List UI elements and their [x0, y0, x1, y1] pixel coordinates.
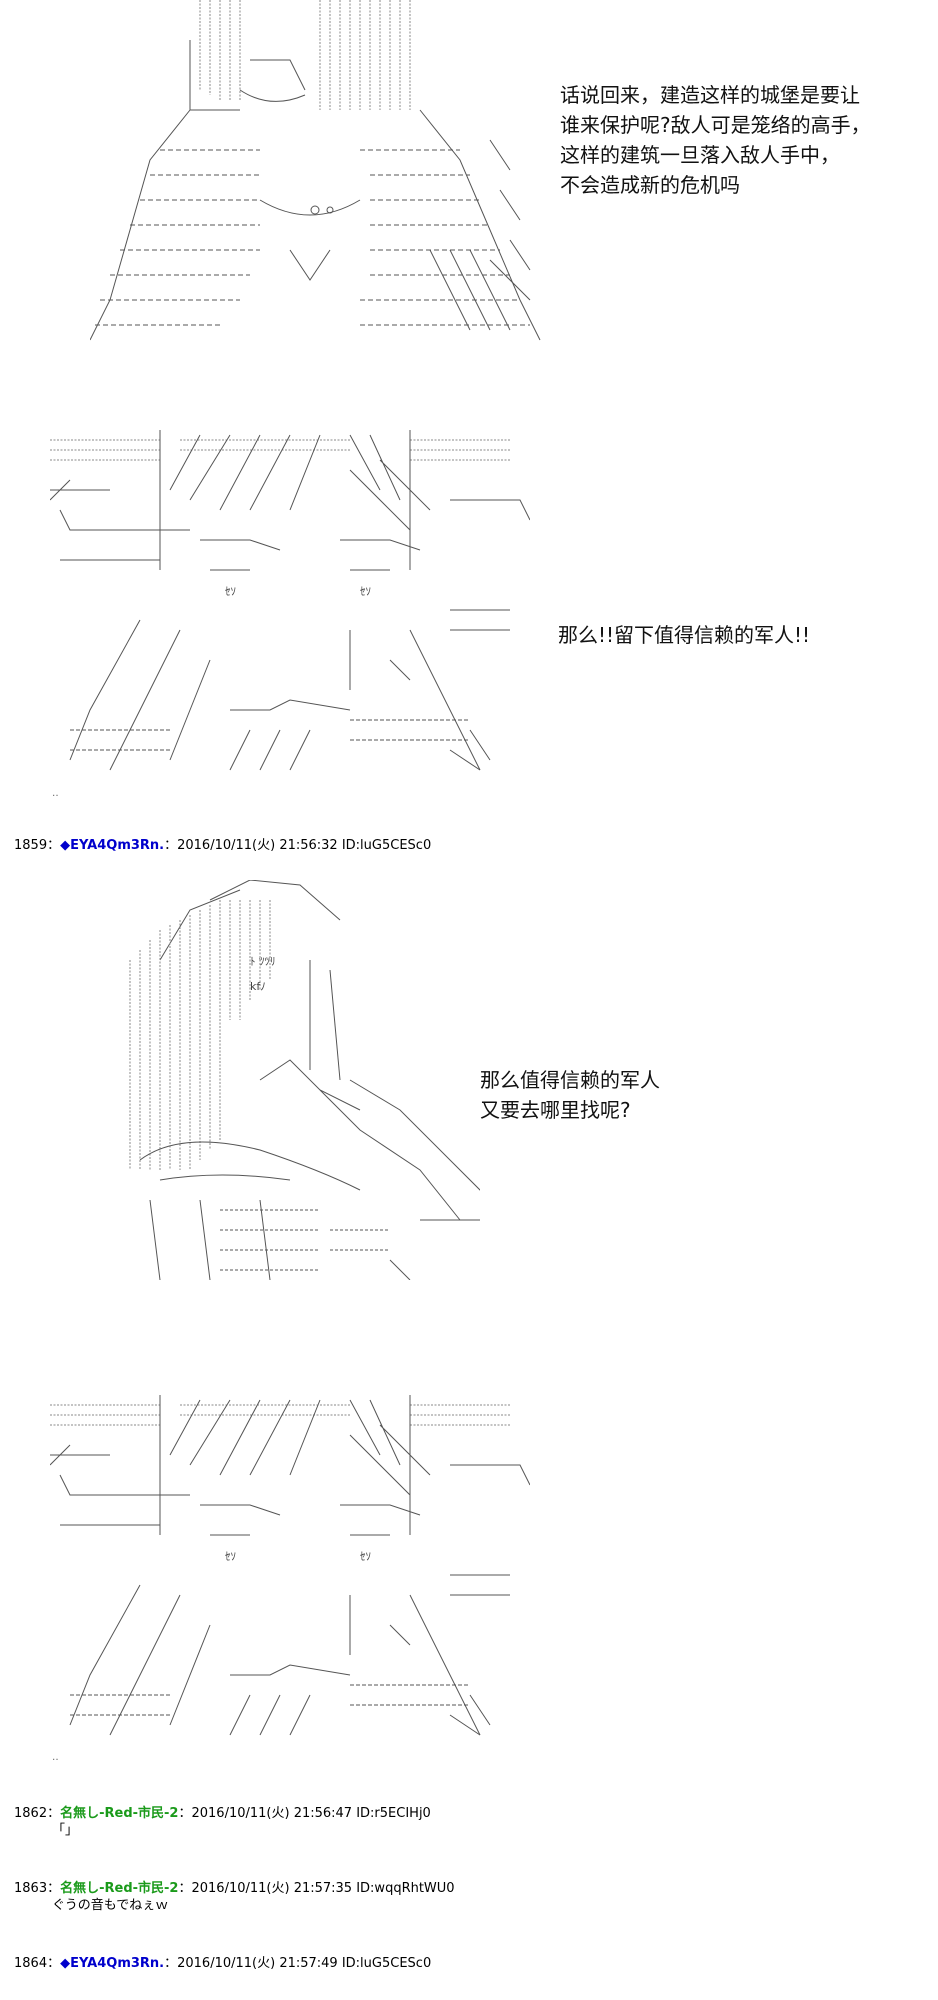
post-meta: ：2016/10/11(火) 21:56:47 ID:r5ECIHj0 — [178, 1806, 431, 1821]
post-meta: ：2016/10/11(火) 21:56:32 ID:luG5CESc0 — [164, 838, 432, 853]
post-header-1862: 1862：名無し-Red-市民-2：2016/10/11(火) 21:56:47… — [14, 1806, 431, 1821]
speech-bubble-1: 话说回来，建造这样的城堡是要让 谁来保护呢?敌人可是笼络的高手， 这样的建筑一旦… — [560, 80, 871, 200]
speech-bubble-3: 那么值得信赖的军人 又要去哪里找呢? — [480, 1065, 660, 1125]
speech-line: 不会造成新的危机吗 — [560, 173, 740, 197]
speech-line: 又要去哪里找呢? — [480, 1098, 631, 1122]
ascii-art-figure-1 — [90, 0, 541, 341]
ascii-art-panel-2: ｾｿ ｾｿ — [50, 430, 530, 780]
post-header-1859: 1859：◆EYA4Qm3Rn.：2016/10/11(火) 21:56:32 … — [14, 838, 432, 853]
svg-text:ｾｿ: ｾｿ — [360, 585, 371, 598]
post-number: 1864 — [14, 1956, 48, 1971]
separator-dots: ‥ — [52, 1752, 60, 1763]
poster-name[interactable]: ◆EYA4Qm3Rn. — [60, 838, 165, 853]
post-number: 1863 — [14, 1881, 48, 1896]
speech-line: 话说回来，建造这样的城堡是要让 — [560, 83, 860, 107]
post-header-1864: 1864：◆EYA4Qm3Rn.：2016/10/11(火) 21:57:49 … — [14, 1956, 432, 1971]
post-number: 1859 — [14, 838, 48, 853]
poster-name[interactable]: 名無し-Red-市民-2 — [60, 1806, 179, 1821]
ascii-art-figure-4: ｾｿ ｾｿ — [50, 1395, 530, 1736]
speech-line: 那么值得信赖的军人 — [480, 1068, 660, 1092]
svg-text:ｾｿ: ｾｿ — [360, 1550, 371, 1563]
svg-text:ﾄ ﾂﾂﾘ: ﾄ ﾂﾂﾘ — [250, 955, 276, 968]
separator-dots: ‥ — [52, 788, 60, 799]
svg-text:ｾｿ: ｾｿ — [225, 585, 236, 598]
post-header-1863: 1863：名無し-Red-市民-2：2016/10/11(火) 21:57:35… — [14, 1881, 455, 1896]
speech-line: 这样的建筑一旦落入敌人手中， — [560, 143, 840, 167]
poster-name[interactable]: ◆EYA4Qm3Rn. — [60, 1956, 165, 1971]
poster-name[interactable]: 名無し-Red-市民-2 — [60, 1881, 179, 1896]
ascii-art-panel-4: ｾｿ ｾｿ — [50, 1395, 530, 1745]
speech-line: 谁来保护呢?敌人可是笼络的高手， — [560, 113, 871, 137]
speech-bubble-2: 那么!!留下值得信赖的军人!! — [558, 620, 810, 650]
post-body-1862: 「」 — [52, 1823, 79, 1838]
ascii-art-figure-2: ｾｿ ｾｿ — [50, 430, 530, 771]
speech-line: 那么!!留下值得信赖的军人!! — [558, 623, 811, 647]
svg-text:kfﾉ: kfﾉ — [250, 980, 266, 993]
post-number: 1862 — [14, 1806, 48, 1821]
post-body-1863: ぐうの音もでねぇｗ — [52, 1898, 169, 1913]
ascii-art-panel-1 — [90, 0, 560, 355]
post-meta: ：2016/10/11(火) 21:57:49 ID:luG5CESc0 — [164, 1956, 432, 1971]
post-meta: ：2016/10/11(火) 21:57:35 ID:wqqRhtWU0 — [178, 1881, 455, 1896]
ascii-art-panel-3: ﾄ ﾂﾂﾘ kfﾉ — [60, 880, 480, 1280]
ascii-art-figure-3: ﾄ ﾂﾂﾘ kfﾉ — [129, 880, 480, 1280]
svg-text:ｾｿ: ｾｿ — [225, 1550, 236, 1563]
